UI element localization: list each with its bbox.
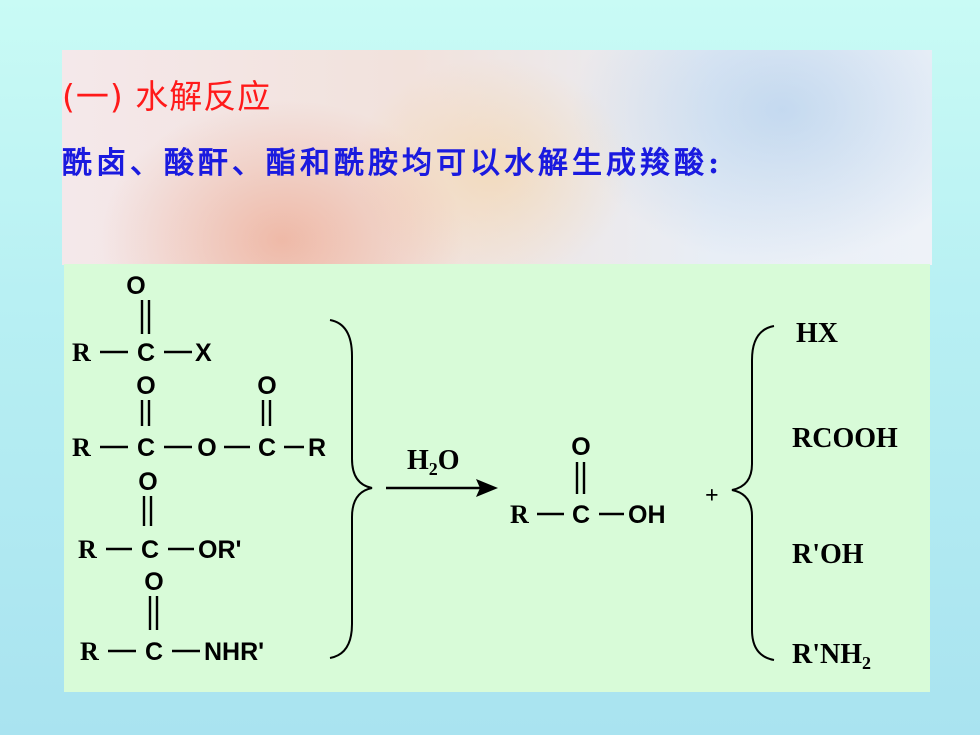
hydrolysis-reaction-diagram: O R C X O O R C O [72,272,898,673]
atom-R: R [72,338,91,367]
product-r-prime-oh: R'OH [792,539,864,570]
section-title: (一) 水解反应 [62,77,272,116]
atom-O: O [257,372,276,400]
atom-R: R [510,500,529,529]
reaction-panel: O R C X O O R C O [64,264,930,692]
atom-NHR-prime: NHR' [204,638,264,666]
atom-OH: OH [628,501,666,529]
atom-C: C [258,434,276,462]
atom-R: R [80,637,99,666]
reaction-arrow-head [476,479,498,497]
product-r-prime-nh2: R'NH2 [792,639,871,673]
ester-structure: O R C OR' [78,468,241,564]
atom-O: O [571,433,590,461]
atom-C: C [572,501,590,529]
product-rcooh: RCOOH [792,423,898,454]
atom-O: O [197,434,216,462]
acyl-halide-structure: O R C X [72,272,212,367]
carboxylic-acid-structure: O R C OH [510,433,666,529]
anhydride-structure: O O R C O C R [72,372,326,462]
atom-OR-prime: OR' [198,536,241,564]
atom-C: C [137,339,155,367]
atom-O: O [136,372,155,400]
plus-sign: + [705,483,719,509]
atom-O: O [138,468,157,496]
atom-C: C [145,638,163,666]
atom-O: O [144,568,163,596]
amide-structure: O R C NHR' [80,568,264,666]
product-hx: HX [796,318,838,349]
reactants-brace [329,319,373,659]
products-brace [731,325,775,661]
atom-C: C [141,536,159,564]
slide-background-image [62,50,932,265]
atom-R: R [78,535,97,564]
atom-O: O [126,272,145,300]
section-subtitle: 酰卤、酸酐、酯和酰胺均可以水解生成羧酸: [62,146,724,181]
atom-R: R [308,434,326,462]
reagent-water: H2O [407,445,460,479]
atom-X: X [195,339,212,367]
atom-C: C [137,434,155,462]
atom-R: R [72,433,91,462]
